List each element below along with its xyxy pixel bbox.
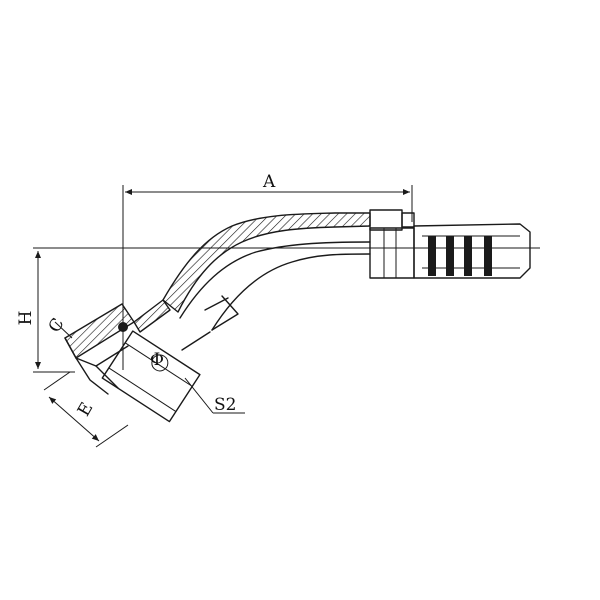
label-phi: Φ xyxy=(150,350,164,370)
extension-line-e-1 xyxy=(43,371,71,391)
seat-wall xyxy=(133,299,171,333)
hose-tail-body xyxy=(413,223,531,279)
nut-inner xyxy=(151,354,169,372)
bent-tube-inner-contour xyxy=(179,241,371,319)
tube-step xyxy=(401,212,415,228)
tube-neck xyxy=(181,331,211,351)
label-h: H xyxy=(16,311,36,326)
dimension-h: H xyxy=(16,247,540,373)
hose-tail xyxy=(369,223,531,279)
dimension-a: A xyxy=(122,172,413,370)
tube-ring xyxy=(204,297,229,311)
bent-body-lower xyxy=(211,295,239,331)
bent-tube-lower-contour xyxy=(211,253,371,331)
label-s2: S2 xyxy=(214,395,236,415)
nut-edge-1 xyxy=(124,342,193,387)
barb-ring-3 xyxy=(464,236,472,276)
nut-body xyxy=(101,330,201,423)
barb-ring-4 xyxy=(484,236,492,276)
seat-inner xyxy=(95,365,119,389)
extension-line-e-2 xyxy=(95,424,129,448)
dimension-line-e xyxy=(48,396,100,442)
dimension-e: E xyxy=(43,371,129,448)
seat-face xyxy=(64,337,129,367)
label-c: C xyxy=(45,315,69,336)
nut xyxy=(101,330,201,423)
label-a: A xyxy=(262,172,276,192)
seat-lower xyxy=(75,357,109,395)
barb-ring-2 xyxy=(446,236,454,276)
tube-collar xyxy=(369,209,403,231)
hose-tail-hex xyxy=(369,227,415,279)
barb-ring-1 xyxy=(428,236,436,276)
nut-edge-2 xyxy=(108,367,177,412)
o-ring xyxy=(118,322,128,332)
dimension-c: C xyxy=(45,315,73,339)
leader-s2: S2 xyxy=(184,377,245,415)
leader-line-s2 xyxy=(184,377,214,414)
label-e: E xyxy=(74,399,98,420)
